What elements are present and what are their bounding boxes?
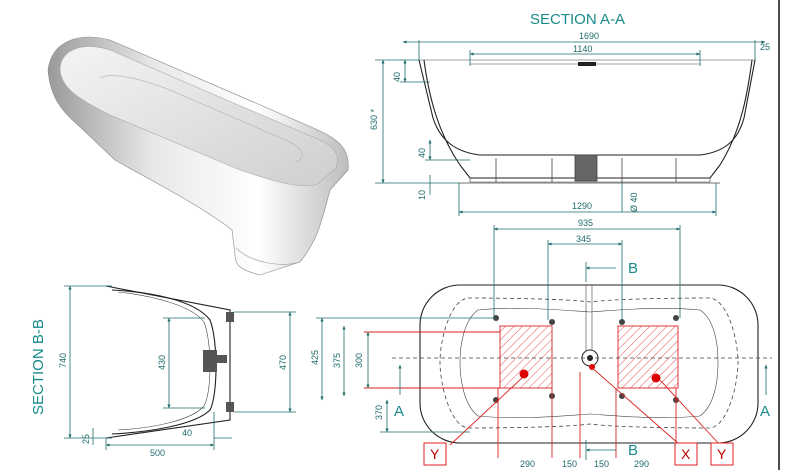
dim-290-left: 290 [520, 459, 535, 469]
dim-150-left: 150 [562, 459, 577, 469]
dim-630: 630 * [369, 108, 379, 130]
dim-375: 375 [332, 353, 342, 368]
section-mark-a-left: A [394, 403, 404, 420]
dim-430: 430 [157, 355, 167, 370]
section-bb-view: SECTION B-B 740 430 470 25 500 [30, 285, 296, 458]
plan-view: 935 345 425 375 300 370 A A B B 290 150 … [310, 218, 772, 469]
dim-740: 740 [58, 353, 68, 368]
bathtub-render [47, 36, 349, 276]
dim-drain-dia: Ø 40 [629, 192, 639, 212]
dim-1290: 1290 [572, 201, 592, 211]
dim-150-right: 150 [594, 459, 609, 469]
dim-370: 370 [374, 405, 384, 420]
section-mark-a-right: A [760, 403, 770, 420]
section-bb-title: SECTION B-B [30, 319, 47, 415]
dim-40-lower: 40 [417, 148, 427, 158]
dim-40-bb: 40 [182, 428, 192, 438]
dim-470: 470 [278, 355, 288, 370]
dim-25: 25 [760, 42, 770, 52]
dim-40-top: 40 [392, 72, 402, 82]
dim-1140: 1140 [573, 44, 592, 54]
zone-label-y-right: Y [717, 446, 727, 462]
dim-25-bb: 25 [81, 434, 91, 444]
dim-935: 935 [578, 218, 593, 228]
dim-290-right: 290 [634, 459, 649, 469]
dim-1690: 1690 [579, 31, 599, 41]
dim-10: 10 [417, 190, 427, 200]
dim-425: 425 [310, 350, 320, 365]
dim-300: 300 [354, 353, 364, 368]
dim-500: 500 [150, 448, 165, 458]
dim-345: 345 [576, 234, 591, 244]
zone-label-y-left: Y [430, 446, 440, 462]
section-aa-view: SECTION A-A 1690 25 1140 630 [369, 11, 770, 216]
section-aa-title: SECTION A-A [530, 11, 625, 28]
section-mark-b-bottom: B [628, 442, 638, 459]
zone-label-x: X [681, 446, 691, 462]
section-mark-b-top: B [628, 260, 638, 277]
